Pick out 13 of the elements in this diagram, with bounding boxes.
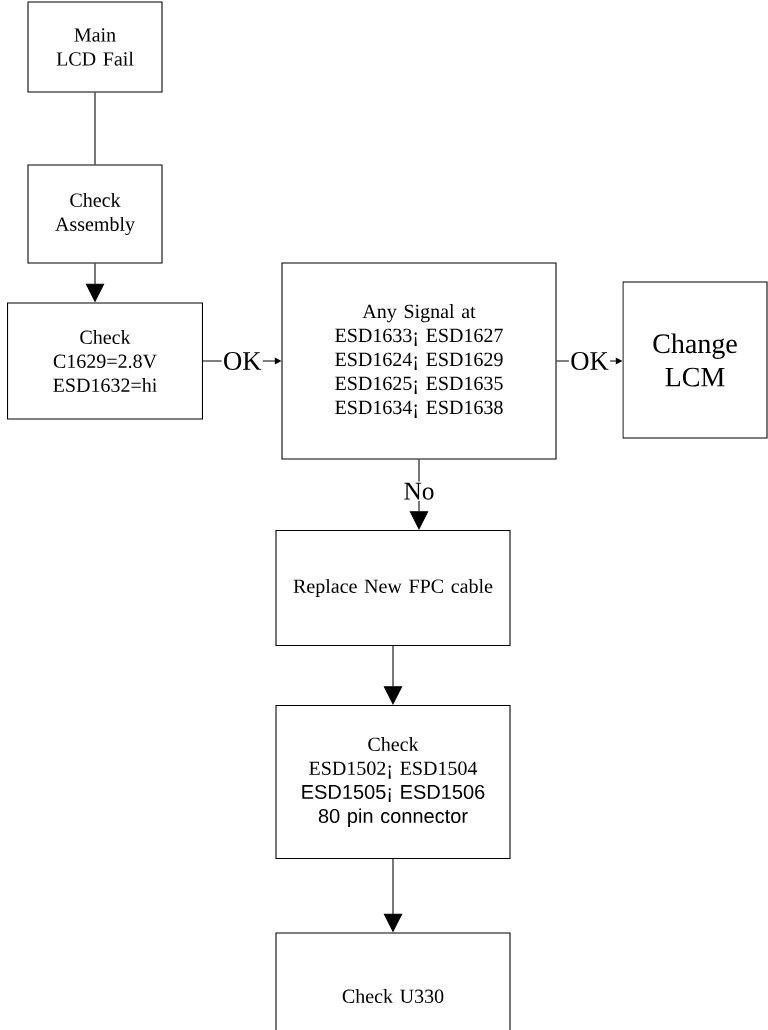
process-box: Check Assembly <box>27 164 163 264</box>
process-box: Check C1629=2.8V ESD1632=hi <box>7 302 203 420</box>
process-box: Check U330 <box>275 932 511 1030</box>
edge-label: OK <box>568 350 611 372</box>
process-box: Any Signal at ESD1633¡ ESD1627 ESD1624¡ ESD1629 ESD1625¡ ESD1635 ESD1634¡ ESD1638 <box>281 262 557 460</box>
arrow <box>383 645 403 705</box>
process-box: Replace New FPC cable <box>275 530 511 646</box>
edge-label: No <box>402 481 436 501</box>
process-box: Check ESD1502¡ ESD1504 ESD1505¡ ESD1506 80 pin connector <box>275 704 511 860</box>
process-box: Change LCM <box>622 281 768 439</box>
process-box: Main LCD Fail <box>27 1 163 93</box>
edge-label: OK <box>221 350 263 372</box>
arrow <box>409 459 429 530</box>
